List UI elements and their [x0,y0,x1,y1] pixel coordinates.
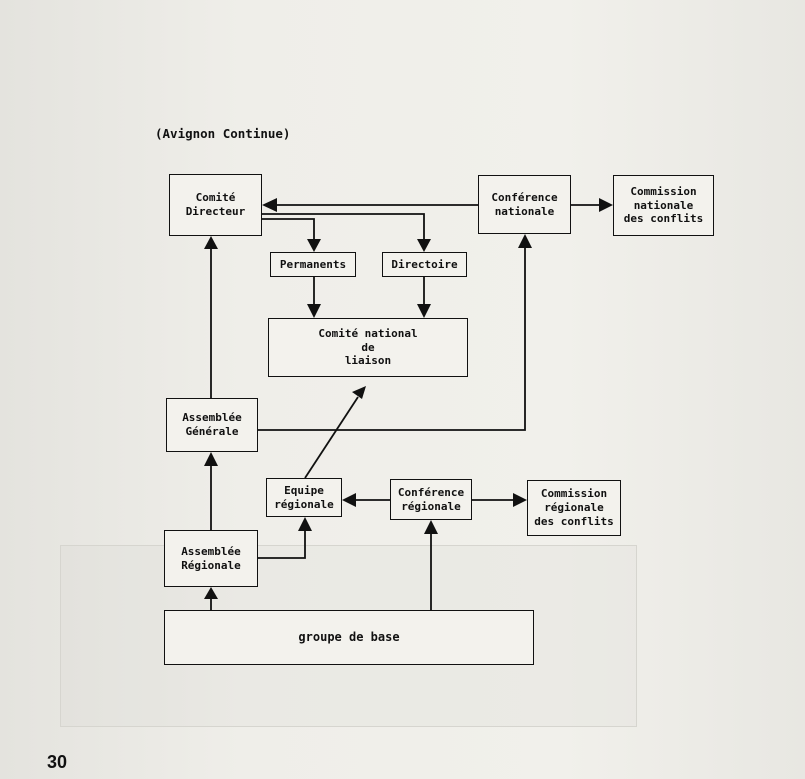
arrowhead-liaison-right [417,304,431,318]
node-permanents: Permanents [270,252,356,277]
arrowhead-equipe-right [342,493,356,507]
arrowhead-assemblee-regionale-up [204,587,218,599]
node-assemblee-generale: Assemblée Générale [166,398,258,452]
arrowhead-equipe-up [298,517,312,531]
edge-equipe-to-liaison [304,396,359,479]
arrowhead-conference-nationale-up [518,234,532,248]
node-commission-regionale: Commission régionale des conflits [527,480,621,536]
arrowhead-liaison-left [307,304,321,318]
arrowhead-conference-regionale-up [424,520,438,534]
edge-assgen-to-confnat [258,247,526,431]
node-equipe-regionale: Equipe régionale [266,478,342,517]
arrowhead-commission-nationale [599,198,613,212]
node-assemblee-regionale: Assemblée Régionale [164,530,258,587]
node-comite-directeur: Comité Directeur [169,174,262,236]
arrowhead-permanents [307,239,321,252]
arrowhead-commission-regionale [513,493,527,507]
arrowhead-assemblee-generale-up [204,452,218,466]
arrowhead-comite-directeur-right [262,198,277,212]
node-comite-national-liaison: Comité national de liaison [268,318,468,377]
edge-comite-to-permanents [262,218,315,240]
page-number: 30 [47,752,68,772]
node-groupe-de-base: groupe de base [164,610,534,665]
node-directoire: Directoire [382,252,467,277]
node-conference-regionale: Conférence régionale [390,479,472,520]
arrowhead-comite-directeur-up [204,236,218,249]
arrowhead-liaison-diagonal [352,386,366,399]
diagram-caption: (Avignon Continue) [155,126,291,141]
arrowhead-directoire [417,239,431,252]
edge-comite-to-directoire [262,213,425,240]
node-conference-nationale: Conférence nationale [478,175,571,234]
node-commission-nationale: Commission nationale des conflits [613,175,714,236]
edge-assreg-to-equipe [258,530,306,559]
